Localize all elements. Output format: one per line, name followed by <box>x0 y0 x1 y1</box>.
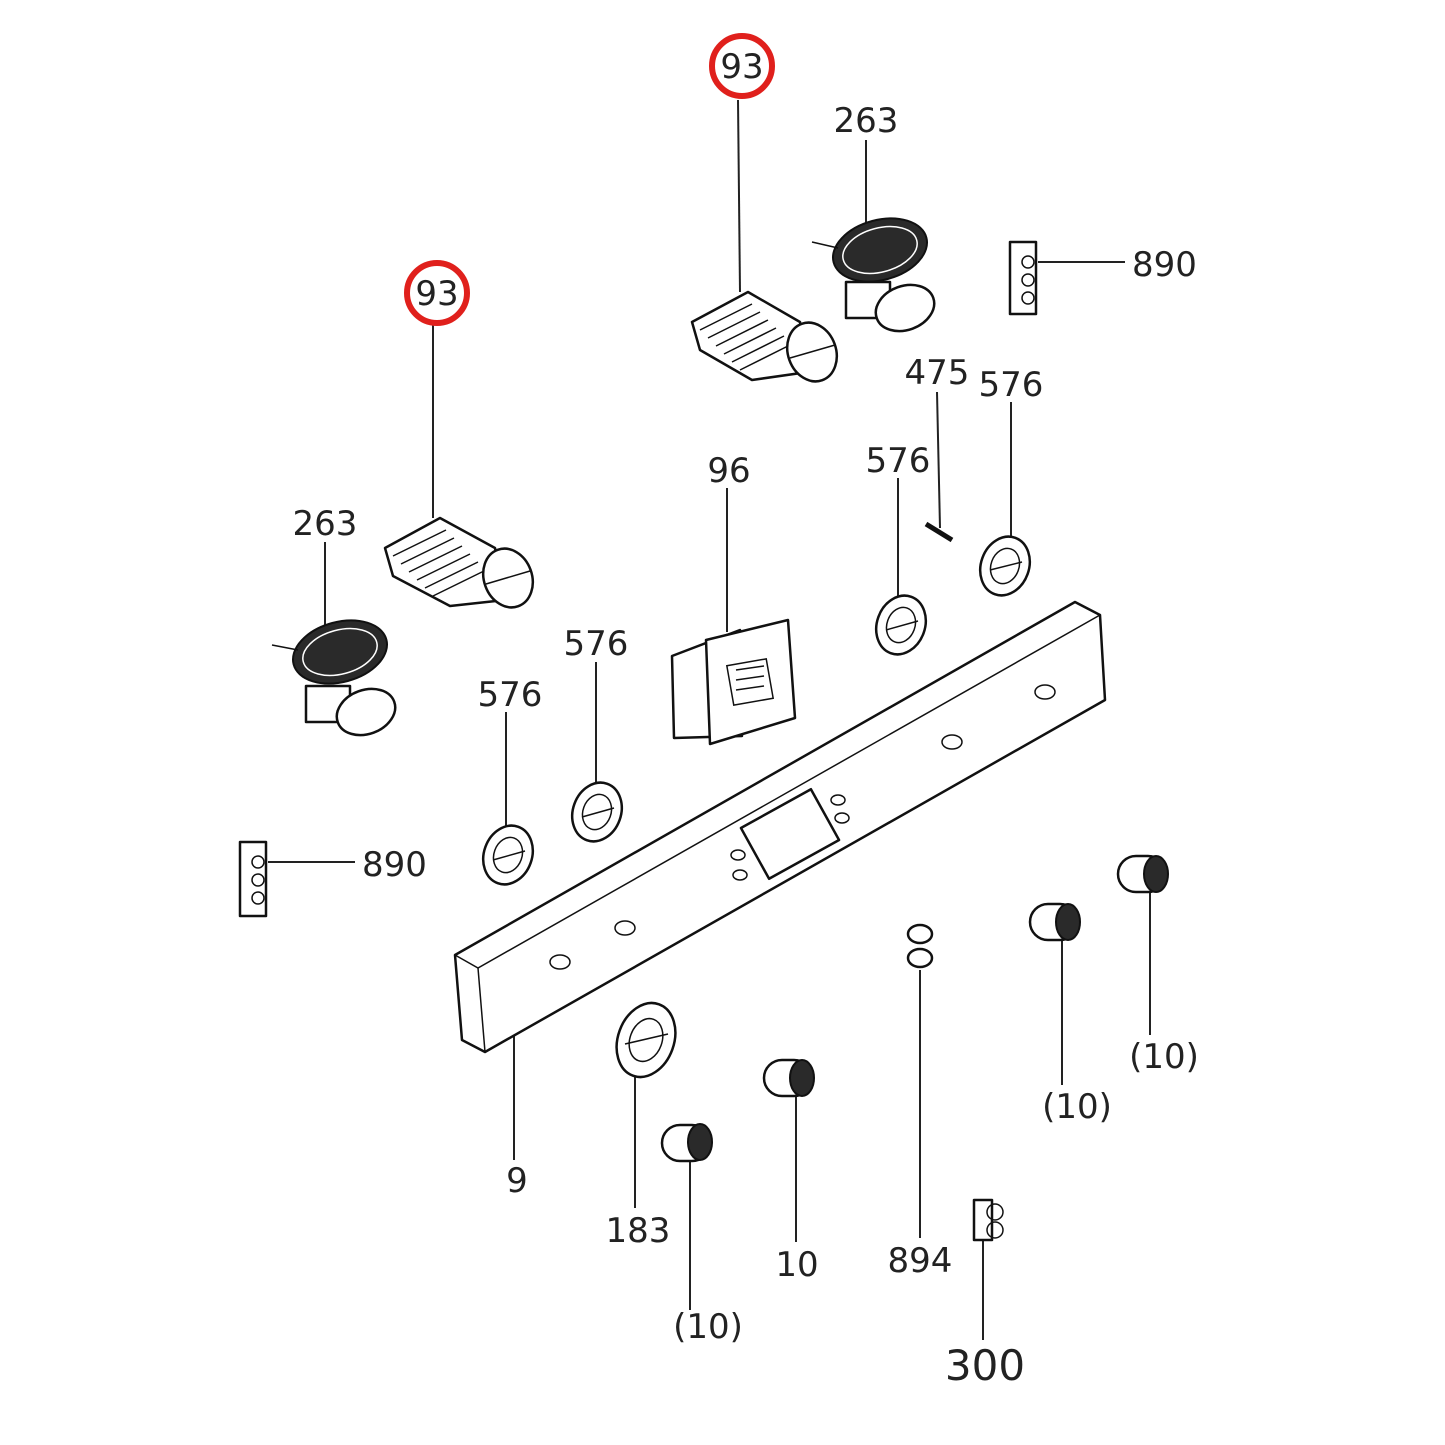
timer-module-96 <box>670 618 797 746</box>
label-183: 183 <box>606 1211 671 1251</box>
bezel-576-right <box>978 535 1032 597</box>
label-96: 96 <box>707 451 750 491</box>
label-10-paren-right: (10) <box>1042 1087 1112 1127</box>
leader-lines <box>268 99 1151 1340</box>
label-890-top: 890 <box>1132 245 1197 285</box>
knob-10-far-right <box>1116 854 1169 894</box>
thermostat-263-top <box>811 217 936 333</box>
switch-93-left <box>383 516 535 609</box>
label-263-top: 263 <box>834 101 899 141</box>
label-10-paren-far-right: (10) <box>1129 1037 1199 1077</box>
label-894: 894 <box>888 1241 953 1281</box>
label-890-left: 890 <box>362 845 427 885</box>
label-300: 300 <box>945 1341 1025 1390</box>
highlight-ring-93-left <box>404 260 470 326</box>
thermostat-263-left <box>271 619 397 737</box>
label-10: 10 <box>775 1245 818 1285</box>
control-panel-9 <box>453 600 1107 1054</box>
bezel-576-mid-left <box>570 781 624 843</box>
label-576-mid-left: 576 <box>564 624 629 664</box>
label-576-right: 576 <box>979 365 1044 405</box>
highlight-ring-93-top <box>709 33 775 99</box>
button-894 <box>906 923 934 969</box>
label-93-left: 93 <box>415 274 458 314</box>
connector-890-left <box>238 840 268 918</box>
switch-93-top <box>690 290 839 383</box>
bezel-576-left <box>481 824 535 886</box>
label-475: 475 <box>905 353 970 393</box>
bezel-183 <box>615 1001 677 1079</box>
label-263-left: 263 <box>293 504 358 544</box>
bezel-576-mid-right <box>874 594 928 656</box>
knob-10-center <box>762 1058 815 1098</box>
connector-890-top <box>1008 240 1038 316</box>
part-labels: 93 93 263 263 890 890 475 576 576 576 57… <box>293 47 1199 1390</box>
label-576-left: 576 <box>478 675 543 715</box>
connector-300 <box>972 1198 1004 1242</box>
knob-10-right <box>1028 902 1081 942</box>
label-576-mid-right: 576 <box>866 441 931 481</box>
label-9: 9 <box>506 1161 528 1201</box>
screw-475 <box>924 521 954 543</box>
knob-10-bottom-left <box>660 1123 713 1163</box>
label-93-top: 93 <box>720 47 763 87</box>
label-10-paren-bottom: (10) <box>673 1307 743 1347</box>
